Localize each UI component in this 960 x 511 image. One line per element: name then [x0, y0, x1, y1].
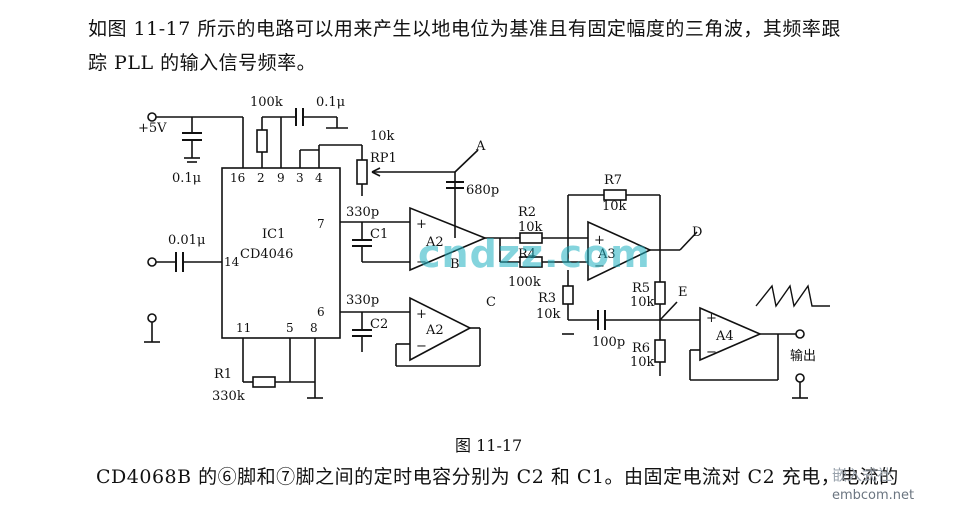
a2-top-plus: + [416, 217, 427, 232]
label-cap-supply: 0.1μ [172, 171, 201, 186]
pin7-network [340, 206, 520, 272]
label-r7-value: 10k [602, 199, 627, 214]
input-network [144, 252, 222, 343]
label-r4-name: R4 [518, 247, 536, 262]
label-a3: A3 [597, 247, 616, 262]
figure-caption: 图 11-17 [455, 436, 523, 455]
a2-top-minus: − [416, 255, 427, 270]
pin-6: 6 [317, 305, 325, 319]
label-r4-value: 100k [508, 275, 541, 290]
label-node-c: C [486, 295, 496, 310]
label-c1-value: 330p [346, 205, 379, 220]
rp1-network [299, 144, 479, 238]
a2-bottom-minus: − [416, 339, 427, 354]
label-c2-value: 330p [346, 293, 379, 308]
label-r2-value: 10k [518, 220, 543, 235]
amp-a2-top [409, 206, 488, 272]
label-cap-680: 680p [466, 183, 499, 198]
pin-4: 4 [315, 171, 323, 185]
label-node-a: A [475, 139, 486, 154]
supply-terminal [147, 112, 157, 122]
pin-2: 2 [257, 171, 265, 185]
supply-rail [147, 112, 244, 168]
label-r5-name: R5 [632, 281, 650, 296]
pin-14: 14 [224, 255, 240, 269]
a3-minus: − [594, 259, 605, 274]
watermark-cn: 嵌入式社 [832, 466, 893, 484]
amp-a4 [699, 306, 763, 362]
intro-paragraph-line-2: 踪 PLL 的输入信号频率。 [88, 52, 317, 74]
label-node-b: B [450, 257, 460, 272]
amp-a2-bottom [409, 296, 472, 362]
label-r1-value: 330k [212, 389, 245, 404]
label-output: 输出 [790, 348, 816, 364]
top-network [256, 108, 348, 168]
label-r6-name: R6 [632, 341, 650, 356]
label-node-e: E [678, 285, 688, 300]
body-paragraph: CD4068B 的⑥脚和⑦脚之间的定时电容分别为 C2 和 C1。由固定电流对 … [96, 466, 899, 488]
label-rp1-value: 10k [370, 129, 395, 144]
amp-a3 [587, 220, 652, 282]
input-terminal [147, 257, 157, 267]
pin-11: 11 [236, 321, 251, 335]
pin-8: 8 [310, 321, 318, 335]
bottom-pins [242, 338, 323, 399]
a4-plus: + [706, 311, 717, 326]
label-r3-name: R3 [538, 291, 556, 306]
pin-3: 3 [296, 171, 304, 185]
ic1-body [221, 167, 341, 339]
pin-9: 9 [277, 171, 285, 185]
intro-paragraph-line-1: 如图 11-17 所示的电路可以用来产生以地电位为基准且有固定幅度的三角波，其频… [88, 18, 841, 40]
a3-plus: + [594, 233, 605, 248]
r3-network [562, 270, 660, 335]
label-cap-top: 0.1μ [316, 95, 345, 110]
label-ic-part: CD4046 [240, 247, 293, 262]
label-ic-name: IC1 [262, 227, 285, 242]
pin-5: 5 [286, 321, 294, 335]
pin-16: 16 [230, 171, 245, 185]
triangle-wave-icon [755, 284, 830, 308]
label-r-top: 100k [250, 95, 283, 110]
watermark-url: embcom.net [832, 488, 915, 503]
label-rp1-name: RP1 [370, 151, 397, 166]
a4-minus: − [706, 345, 717, 360]
pin-7: 7 [317, 217, 325, 231]
label-a2-top: A2 [425, 235, 444, 250]
label-r7-name: R7 [604, 173, 622, 188]
label-r6-value: 10k [630, 355, 655, 370]
label-c1-name: C1 [370, 227, 388, 242]
label-a2-bottom: A2 [425, 323, 444, 338]
label-r1-name: R1 [214, 367, 232, 382]
label-r2-name: R2 [518, 205, 536, 220]
a2-bottom-plus: + [416, 307, 427, 322]
output-terminal [795, 329, 805, 339]
label-cap-in: 0.01μ [168, 233, 205, 248]
label-r3-value: 10k [536, 307, 561, 322]
label-r5-value: 10k [630, 295, 655, 310]
watermark-site: cndzz.com [418, 232, 651, 276]
label-a4: A4 [715, 329, 734, 344]
label-cap-100: 100p [592, 335, 625, 350]
a3-network [515, 189, 698, 282]
label-node-d: D [692, 225, 702, 240]
a4-network [654, 250, 808, 399]
pin6-network [340, 296, 481, 367]
label-c2-name: C2 [370, 317, 388, 332]
label-supply: +5V [138, 121, 167, 136]
